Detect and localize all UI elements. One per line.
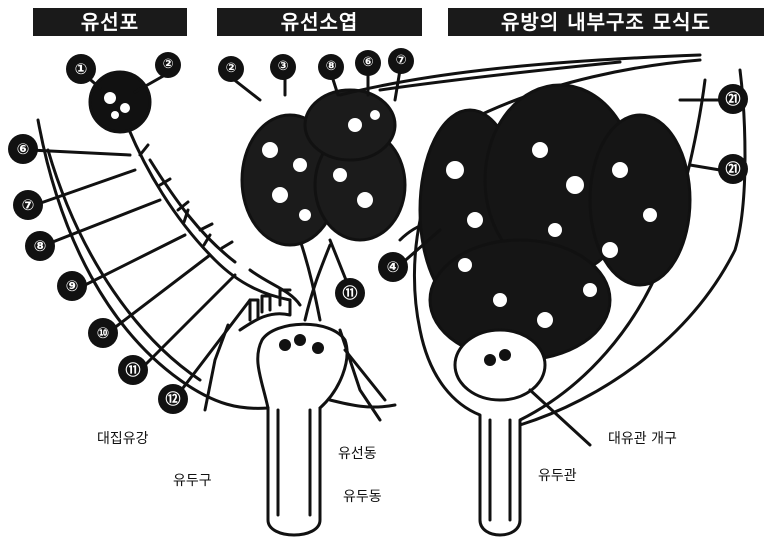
marker-10: ⑩ — [88, 318, 118, 348]
marker-21b: ㉑ — [718, 154, 748, 184]
marker-7: ⑦ — [13, 190, 43, 220]
right-lobe-3 — [590, 115, 690, 285]
label-alveolar-sinus: 유선동 — [338, 443, 377, 463]
label-large-duct-cavity: 대집유강 — [97, 428, 149, 448]
marker-11: ⑪ — [118, 355, 148, 385]
marker-3: ③ — [270, 54, 296, 80]
marker-6a: ⑥ — [355, 50, 381, 76]
alveolus — [90, 72, 150, 132]
marker-4: ④ — [378, 252, 408, 282]
marker-2a: ② — [155, 52, 181, 78]
label-nipple-duct: 유두관 — [538, 465, 577, 485]
label-nipple-opening: 유두구 — [173, 470, 212, 490]
marker-21a: ㉑ — [718, 84, 748, 114]
label-large-duct-opening: 대유관 개구 — [608, 428, 677, 448]
marker-8a: ⑧ — [318, 54, 344, 80]
marker-1: ① — [66, 54, 96, 84]
marker-9: ⑨ — [57, 271, 87, 301]
marker-11b: ⑪ — [335, 278, 365, 308]
marker-6: ⑥ — [8, 134, 38, 164]
marker-7a: ⑦ — [388, 48, 414, 74]
label-nipple-sinus: 유두동 — [343, 486, 382, 506]
marker-2b: ② — [218, 56, 244, 82]
left-nipple-outline — [268, 408, 320, 535]
marker-8: ⑧ — [25, 231, 55, 261]
marker-12: ⑫ — [158, 384, 188, 414]
